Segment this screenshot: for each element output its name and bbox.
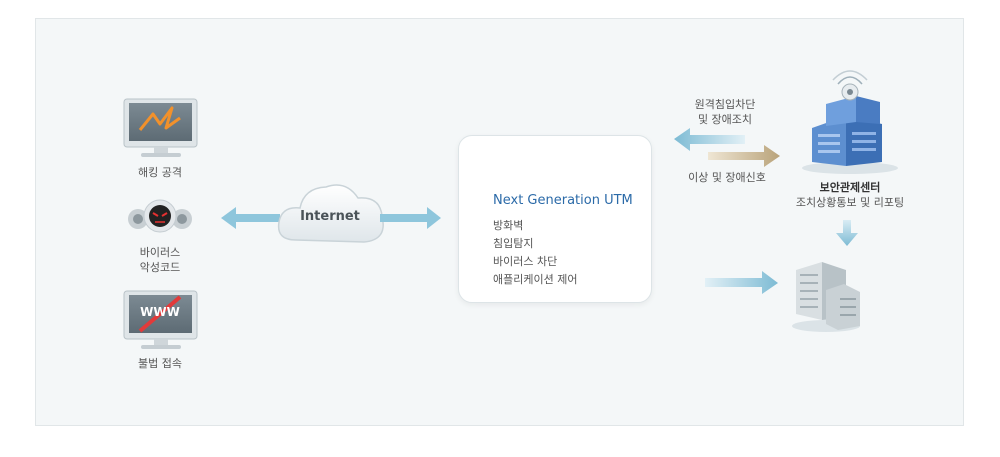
data-flow-arrow-icon [705,271,778,294]
down-arrow-icon [836,220,858,246]
remote-block-label-line2: 및 장애조치 [697,113,753,126]
utm-feature: 바이러스 차단 [493,255,558,268]
arrow-right-icon [380,207,441,229]
www-text: WWW [140,305,180,319]
remote-block-arrow-icon [674,128,745,151]
data-center-building-icon [792,262,860,332]
utm-feature-list: 방화벽 침입탐지 바이러스 차단 애플리케이션 제어 [493,217,577,289]
security-center-subtitle: 조치상황통보 및 리포팅 [795,196,905,209]
utm-feature: 침입탐지 [493,237,534,250]
remote-block-label-line1: 원격침입차단 [694,98,756,111]
utm-title: Next Generation UTM [493,193,633,208]
hacking-monitor-icon [123,98,198,157]
remote-block-label: 원격침입차단 및 장애조치 [675,97,775,127]
internet-label: Internet [300,209,360,224]
utm-feature: 방화벽 [493,219,524,232]
double-arrow-left-icon [221,207,280,229]
anomaly-signal-arrow-icon [708,145,780,167]
security-center-building-icon [802,70,898,174]
virus-label-line2: 악성코드 [139,261,181,274]
illegal-access-label: 불법 접속 [138,357,182,370]
security-center-title: 보안관제센터 [819,181,881,194]
illegal-access-monitor-icon [123,290,198,349]
security-center-label: 보안관제센터 조치상황통보 및 리포팅 [790,180,910,210]
utm-feature: 애플리케이션 제어 [493,273,578,286]
virus-icon [128,199,192,233]
utm-card: Next Generation UTM 방화벽 침입탐지 바이러스 차단 애플리… [458,135,652,303]
virus-label-line1: 바이러스 [139,246,181,259]
virus-label: 바이러스 악성코드 [120,245,200,275]
hacking-label: 해킹 공격 [138,166,182,179]
anomaly-label: 이상 및 장애신호 [688,171,766,184]
